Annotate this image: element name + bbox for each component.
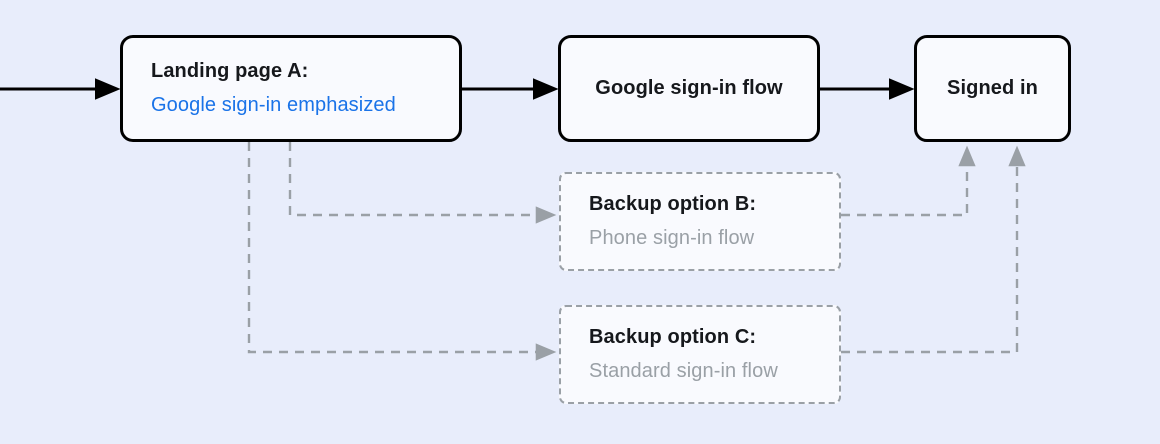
node-backup-option-c[interactable]: Backup option C: Standard sign-in flow xyxy=(559,305,841,404)
edge-backup-c-to-signedin xyxy=(841,145,1026,354)
landing-subtitle: Google sign-in emphasized xyxy=(151,94,396,116)
backup-c-title: Backup option C: xyxy=(589,326,757,348)
backup-c-subtitle: Standard sign-in flow xyxy=(589,360,778,382)
node-landing-page-a[interactable]: Landing page A: Google sign-in emphasize… xyxy=(120,35,462,142)
backup-b-subtitle: Phone sign-in flow xyxy=(589,227,755,249)
google-flow-label: Google sign-in flow xyxy=(595,77,783,99)
backup-b-title: Backup option B: xyxy=(589,193,757,215)
edge-backup-b-to-signedin xyxy=(841,145,976,217)
edge-landing-to-backup-b xyxy=(288,142,557,224)
signed-in-label: Signed in xyxy=(947,77,1038,99)
node-backup-option-b[interactable]: Backup option B: Phone sign-in flow xyxy=(559,172,841,271)
edge-landing-to-backup-c xyxy=(247,142,557,361)
node-signed-in[interactable]: Signed in xyxy=(914,35,1071,142)
node-google-sign-in-flow[interactable]: Google sign-in flow xyxy=(558,35,820,142)
landing-title: Landing page A: xyxy=(151,60,309,82)
